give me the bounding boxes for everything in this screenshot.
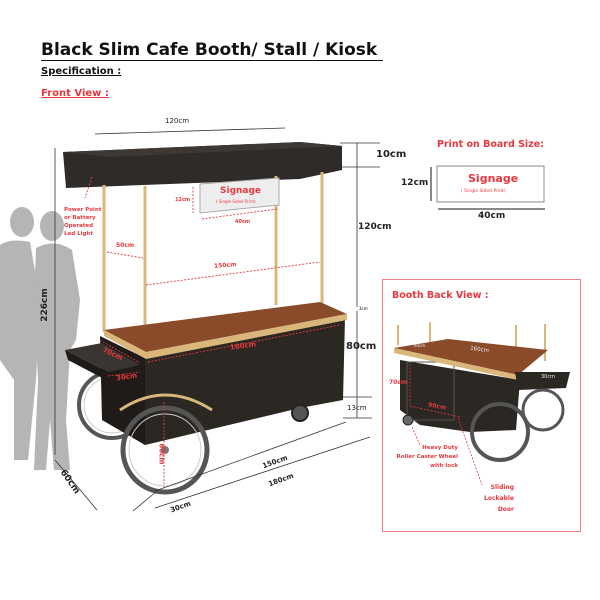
dim-canopy-height: 10cm bbox=[376, 149, 407, 160]
door-note-line: Lockable bbox=[484, 495, 514, 502]
signage-title: Signage bbox=[220, 186, 262, 196]
dim-pole-height: 120cm bbox=[358, 222, 392, 232]
print-board bbox=[436, 165, 545, 203]
counter-top bbox=[104, 302, 347, 352]
front-view-label: Front View : bbox=[41, 88, 109, 99]
door-note-line: Sliding bbox=[490, 484, 514, 491]
cabinet bbox=[145, 318, 345, 445]
signage-height: 12cm bbox=[175, 197, 191, 203]
door-note: Sliding Lockable Door bbox=[474, 482, 514, 515]
dim-counter-thickness: 3cm bbox=[359, 306, 368, 311]
dim-total-height: 226cm bbox=[39, 288, 50, 322]
back-view-panel bbox=[382, 279, 581, 532]
back-view-heading: Booth Back View : bbox=[392, 290, 489, 301]
back-view-cart bbox=[394, 322, 570, 486]
caster-note-line: Heavy Duty bbox=[422, 445, 458, 451]
page-title: Black Slim Cafe Booth/ Stall / Kiosk bbox=[41, 40, 384, 61]
back-dim-counter-depth: 60cm bbox=[414, 343, 426, 348]
door-note-line: Door bbox=[497, 506, 514, 513]
light-note-line: Power Point bbox=[64, 207, 102, 213]
dim-canopy-width: 120cm bbox=[165, 117, 190, 125]
caster-note-line: Roller Caster Wheel bbox=[396, 454, 458, 460]
signage-board bbox=[199, 177, 280, 214]
signage-width: 40cm bbox=[235, 219, 251, 225]
print-board-width: 40cm bbox=[478, 211, 506, 221]
front-wheel bbox=[119, 393, 213, 495]
caster-note: Heavy Duty Roller Caster Wheel with lock bbox=[390, 444, 458, 471]
print-board-heading: Print on Board Size: bbox=[437, 139, 544, 150]
light-note-line: Led Light bbox=[64, 231, 93, 237]
light-note-line: or Battery bbox=[64, 215, 96, 221]
caster-note-line: with lock bbox=[429, 463, 458, 469]
side-shelf bbox=[65, 343, 140, 372]
spec-label: Specification : bbox=[41, 66, 122, 77]
signage-subtitle: ( Single Sided Print) bbox=[216, 199, 256, 204]
back-dim-shelf: 30cm bbox=[541, 374, 555, 380]
dim-pole-depth: 50cm bbox=[116, 242, 135, 249]
print-board-height: 12cm bbox=[401, 178, 429, 188]
dim-body-height: 80cm bbox=[346, 341, 377, 352]
dim-clearance: 13cm bbox=[347, 404, 367, 412]
print-board-subtitle: ( Single Sided Print) bbox=[461, 189, 506, 194]
print-board-title: Signage bbox=[468, 172, 519, 185]
person-silhouette bbox=[0, 207, 80, 470]
dim-wheel: 66cm bbox=[157, 443, 166, 465]
light-note: Power Point or Battery Operated Led Ligh… bbox=[64, 206, 102, 238]
light-note-line: Operated bbox=[64, 223, 94, 229]
back-dim-door-height: 70cm bbox=[389, 379, 408, 386]
caster-wheel bbox=[291, 404, 309, 422]
